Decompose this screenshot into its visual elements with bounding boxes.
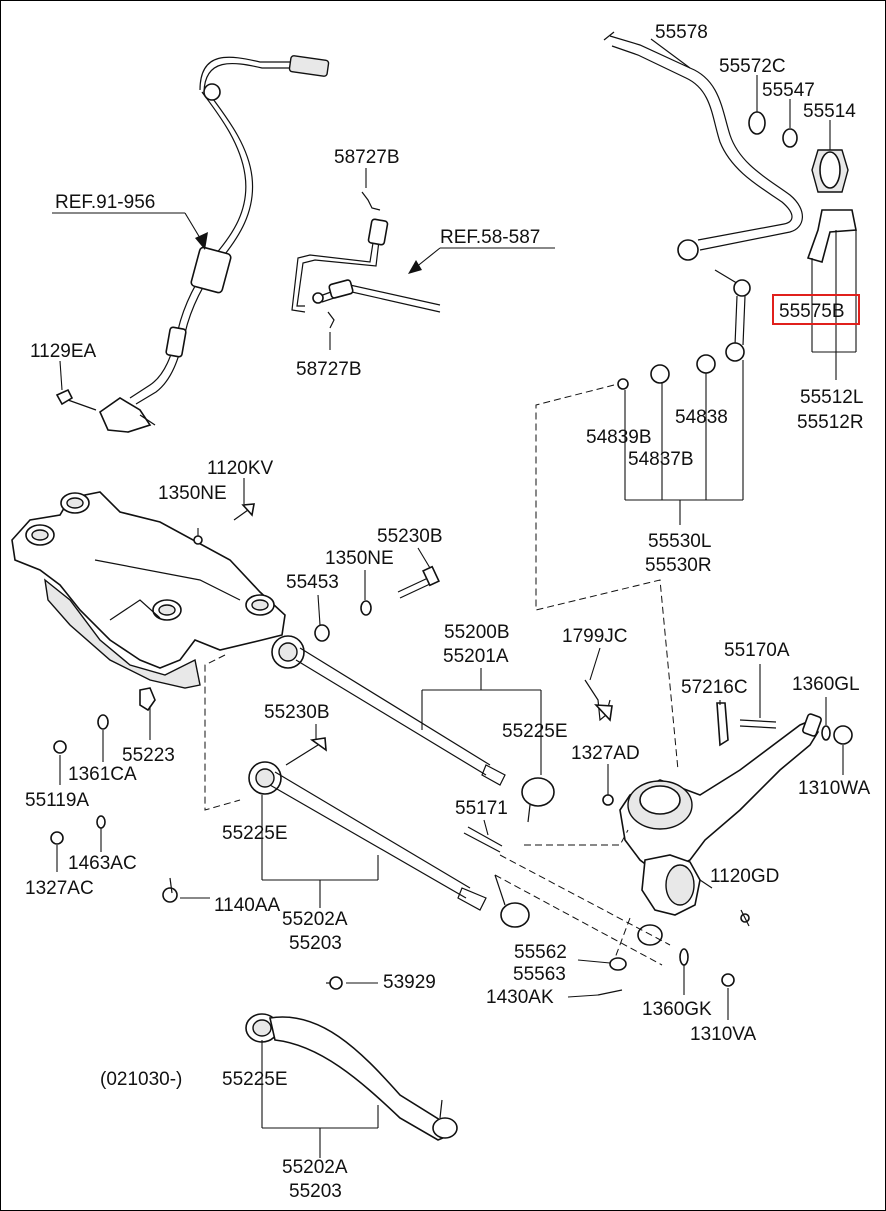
label-55223[interactable]: 55223 [122, 745, 175, 766]
label-55547[interactable]: 55547 [762, 80, 815, 101]
upper-arm [271, 635, 555, 823]
label-1350ne-a[interactable]: 1350NE [158, 483, 227, 504]
label-55200b[interactable]: 55200B [444, 622, 510, 643]
label-1120kv[interactable]: 1120KV [207, 458, 274, 479]
label-55202a-a[interactable]: 55202A [282, 909, 348, 930]
label-54839b[interactable]: 54839B [586, 427, 652, 448]
label-1463ac[interactable]: 1463AC [68, 853, 137, 874]
label-55225e-c[interactable]: 55225E [222, 1069, 288, 1090]
label-55230b-b[interactable]: 55230B [264, 702, 330, 723]
abs-sensor-cable [99, 55, 330, 433]
toe-link [248, 737, 530, 928]
knuckle-and-control-arm [463, 679, 853, 996]
lower-arm-bottom [245, 1013, 458, 1141]
label-55572c[interactable]: 55572C [719, 56, 786, 77]
brake-pipe [291, 191, 441, 329]
label-55562[interactable]: 55562 [514, 942, 567, 963]
label-1140aa[interactable]: 1140AA [214, 895, 281, 916]
highlight-box-55575b [772, 294, 860, 325]
label-55203-a[interactable]: 55203 [289, 933, 342, 954]
label-1360gl[interactable]: 1360GL [792, 674, 860, 695]
label-55230b-a[interactable]: 55230B [377, 526, 443, 547]
label-55225e-b[interactable]: 55225E [222, 823, 288, 844]
label-55514[interactable]: 55514 [803, 101, 856, 122]
label-55578[interactable]: 55578 [655, 22, 708, 43]
label-55170a[interactable]: 55170A [724, 640, 790, 661]
label-55203-b[interactable]: 55203 [289, 1181, 342, 1202]
label-58727b-bottom[interactable]: 58727B [296, 359, 362, 380]
label-1120gd[interactable]: 1120GD [710, 866, 779, 887]
label-1361ca[interactable]: 1361CA [68, 764, 137, 785]
label-55202a-b[interactable]: 55202A [282, 1157, 348, 1178]
stabilizer-bar [603, 31, 857, 263]
crossmember [11, 491, 286, 712]
label-1799jc[interactable]: 1799JC [562, 626, 628, 647]
label-57216c[interactable]: 57216C [681, 677, 748, 698]
label-55453[interactable]: 55453 [286, 572, 339, 593]
label-58727b-top[interactable]: 58727B [334, 147, 400, 168]
label-55563[interactable]: 55563 [513, 964, 566, 985]
leader-lines [52, 38, 857, 1158]
label-1129ea[interactable]: 1129EA [30, 341, 97, 362]
label-55119a[interactable]: 55119A [25, 790, 89, 811]
label-55201a[interactable]: 55201A [443, 646, 509, 667]
label-55171[interactable]: 55171 [455, 798, 508, 819]
label-54838[interactable]: 54838 [675, 407, 728, 428]
fasteners-left [50, 388, 440, 990]
label-54837b[interactable]: 54837B [628, 449, 694, 470]
label-55530l[interactable]: 55530L [648, 531, 711, 552]
stabilizer-link [617, 269, 751, 390]
label-55512r[interactable]: 55512R [797, 412, 864, 433]
label-1310wa[interactable]: 1310WA [798, 778, 870, 799]
label-1310va[interactable]: 1310VA [690, 1024, 757, 1045]
label-1327ac[interactable]: 1327AC [25, 878, 94, 899]
label-55225e-a[interactable]: 55225E [502, 721, 568, 742]
label-1327ad[interactable]: 1327AD [571, 743, 640, 764]
label-ref-58-587[interactable]: REF.58-587 [440, 227, 540, 248]
label-ref-91-956[interactable]: REF.91-956 [55, 192, 155, 213]
label-1350ne-b[interactable]: 1350NE [325, 548, 394, 569]
label-1360gk[interactable]: 1360GK [642, 999, 712, 1020]
label-date-note: (021030-) [100, 1069, 182, 1090]
label-55575b[interactable]: 55575B [779, 301, 845, 322]
label-53929[interactable]: 53929 [383, 972, 436, 993]
label-55512l[interactable]: 55512L [800, 387, 863, 408]
label-1430ak[interactable]: 1430AK [486, 987, 554, 1008]
label-55530r[interactable]: 55530R [645, 555, 712, 576]
